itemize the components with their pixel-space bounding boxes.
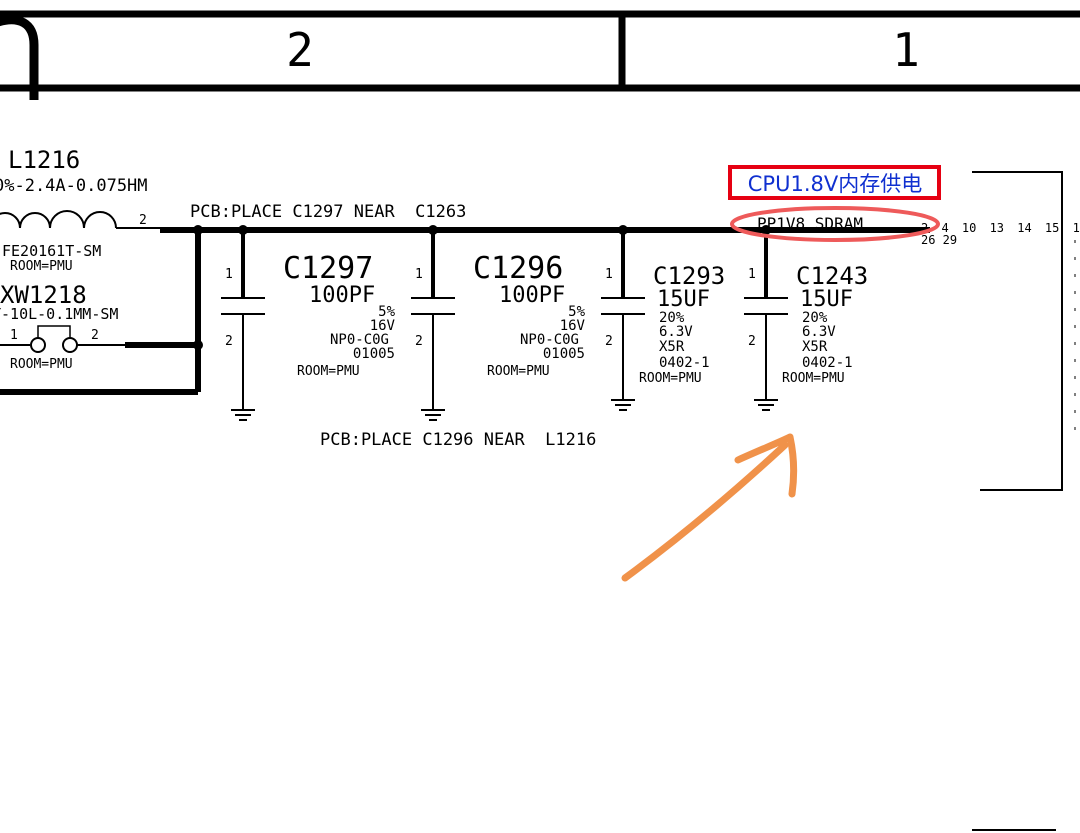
capacitor-voltage: 6.3V (659, 324, 693, 340)
inductor-room: ROOM=PMU (10, 259, 73, 274)
capacitor-ref: C1293 (653, 262, 725, 290)
offsheet-bracket (972, 171, 1076, 831)
capacitor-pin2: 2 (225, 334, 233, 349)
capacitor-group: 12C1297100PF5%16VNP0-C0G01005ROOM=PMU12C… (221, 225, 868, 421)
zone-frame (0, 10, 1080, 100)
capacitor-package: 01005 (353, 346, 395, 362)
capacitor-voltage: 6.3V (802, 324, 836, 340)
capacitor-pin1: 1 (415, 267, 423, 282)
capacitor-dielectric: X5R (659, 339, 685, 355)
capacitor-pin2: 2 (605, 334, 613, 349)
jumper-pin1: 1 (10, 328, 18, 343)
capacitor-package: 01005 (543, 346, 585, 362)
capacitor-package: 0402-1 (659, 355, 710, 371)
capacitor-package: 0402-1 (802, 355, 853, 371)
annotation-label: CPU1.8V内存供电 (748, 172, 922, 196)
zone-3-digit-fragment (0, 15, 39, 100)
capacitor-pin1: 1 (605, 267, 613, 282)
capacitor-room: ROOM=PMU (297, 364, 360, 379)
capacitor-tolerance: 5% (378, 304, 395, 320)
capacitor-tolerance: 5% (568, 304, 585, 320)
capacitor-voltage: 16V (560, 318, 586, 334)
rail-net-name: PP1V8_SDRAM (757, 214, 863, 233)
zone-number-1: 1 (892, 23, 920, 77)
inductor-part: FE20161T-SM (2, 242, 101, 260)
capacitor-ref: C1243 (796, 262, 868, 290)
capacitor-dielectric: NP0-C0G (520, 332, 579, 348)
capacitor-pin2: 2 (748, 334, 756, 349)
junction-dot (761, 225, 771, 235)
capacitor-ref: C1297 (283, 251, 373, 286)
jumper-value: T-10L-0.1MM-SM (0, 305, 118, 323)
capacitor-dielectric: X5R (802, 339, 828, 355)
inductor-ref: L1216 (8, 146, 80, 174)
inductor-value: 0%-2.4A-0.075HM (0, 176, 148, 196)
jumper-ref: XW1218 (0, 281, 87, 309)
inductor-pin2: 2 (139, 213, 147, 228)
capacitor-pin1: 1 (225, 267, 233, 282)
inductor-coil (0, 210, 117, 229)
power-rail (0, 225, 930, 395)
junction-dot (428, 225, 438, 235)
capacitor-voltage: 16V (370, 318, 396, 334)
capacitor-ref: C1296 (473, 251, 563, 286)
capacitor-value: 15UF (657, 287, 710, 312)
capacitor-value: 100PF (499, 283, 565, 308)
pcb-note-top: PCB:PLACE C1297 NEAR C1263 (190, 202, 466, 222)
capacitor-pin2: 2 (415, 334, 423, 349)
capacitor-dielectric: NP0-C0G (330, 332, 389, 348)
pcb-note-bottom: PCB:PLACE C1296 NEAR L1216 (320, 430, 596, 450)
capacitor-room: ROOM=PMU (782, 371, 845, 386)
capacitor-value: 100PF (309, 283, 375, 308)
capacitor-value: 15UF (800, 287, 853, 312)
capacitor-tolerance: 20% (659, 310, 685, 326)
pin-refs-row1: 2 4 10 13 14 15 17 (921, 221, 1080, 235)
capacitor-room: ROOM=PMU (639, 371, 702, 386)
capacitor-pin1: 1 (748, 267, 756, 282)
junction-dot (618, 225, 628, 235)
jumper-room: ROOM=PMU (10, 357, 73, 372)
junction-dot (238, 225, 248, 235)
pin-refs-row2: 26 29 (921, 233, 957, 247)
annotation-box (728, 165, 941, 200)
zone-number-2: 2 (286, 23, 314, 77)
rail-highlight-ellipse (730, 206, 940, 242)
capacitor-room: ROOM=PMU (487, 364, 550, 379)
capacitor-tolerance: 20% (802, 310, 828, 326)
jumper-symbol (0, 325, 125, 353)
jumper-pin2: 2 (91, 328, 99, 343)
annotation-arrow (621, 433, 798, 582)
